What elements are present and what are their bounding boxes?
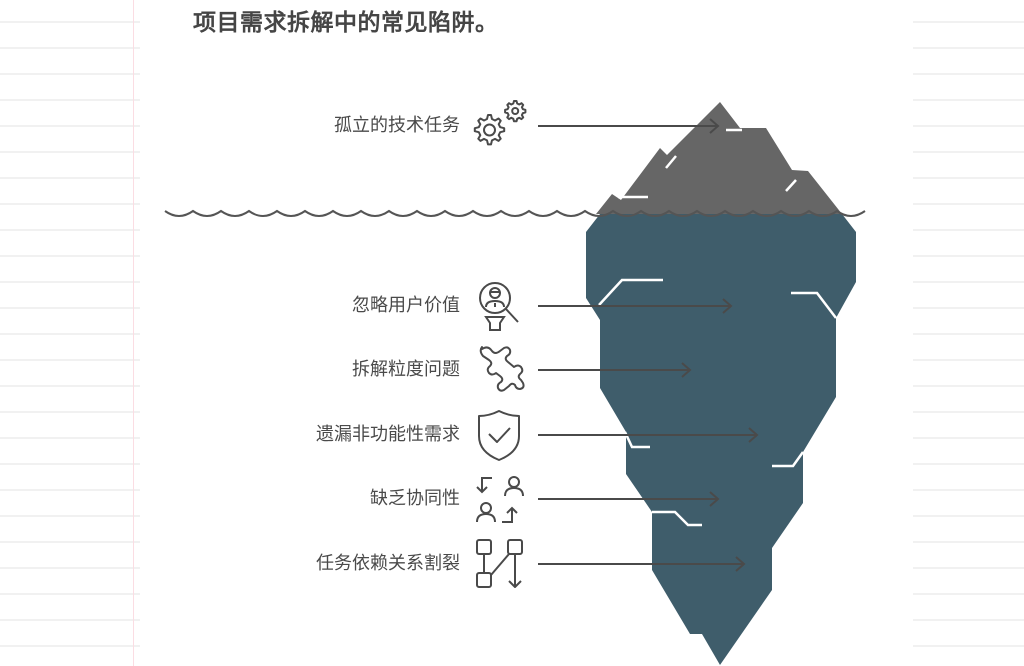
ruled-paper-left: [0, 0, 140, 666]
puzzle-piece-icon: [479, 346, 525, 392]
arrow-user-value: [538, 298, 733, 314]
label-granularity-issue: 拆解粒度问题: [352, 359, 460, 380]
pointer-arrows: [538, 118, 759, 572]
ruled-paper-right: [913, 0, 1024, 666]
arrow-collaboration: [538, 491, 720, 507]
iceberg-underwater: [586, 214, 856, 665]
arrow-tip: [538, 118, 720, 134]
user-search-icon: [479, 282, 519, 331]
arrow-granularity: [538, 362, 692, 378]
label-missing-nonfunctional: 遗漏非功能性需求: [316, 424, 460, 445]
label-ignore-user-value: 忽略用户价值: [352, 295, 460, 316]
diagram-title: 项目需求拆解中的常见陷阱。: [193, 10, 499, 36]
shield-check-icon: [478, 410, 520, 461]
iceberg-highlights: [598, 128, 837, 527]
arrow-nonfunctional: [538, 427, 759, 443]
user-swap-icon: [476, 476, 524, 523]
margin-line: [133, 0, 134, 666]
flow-split-icon: [476, 539, 523, 588]
iceberg-tip: [596, 102, 842, 214]
label-isolated-tech-tasks: 孤立的技术任务: [334, 115, 460, 136]
water-line: [164, 209, 866, 217]
label-lack-collaboration: 缺乏协同性: [370, 488, 460, 509]
label-broken-dependencies: 任务依赖关系割裂: [316, 553, 460, 574]
arrow-dependency: [538, 556, 746, 572]
gears-icon: [473, 100, 527, 146]
